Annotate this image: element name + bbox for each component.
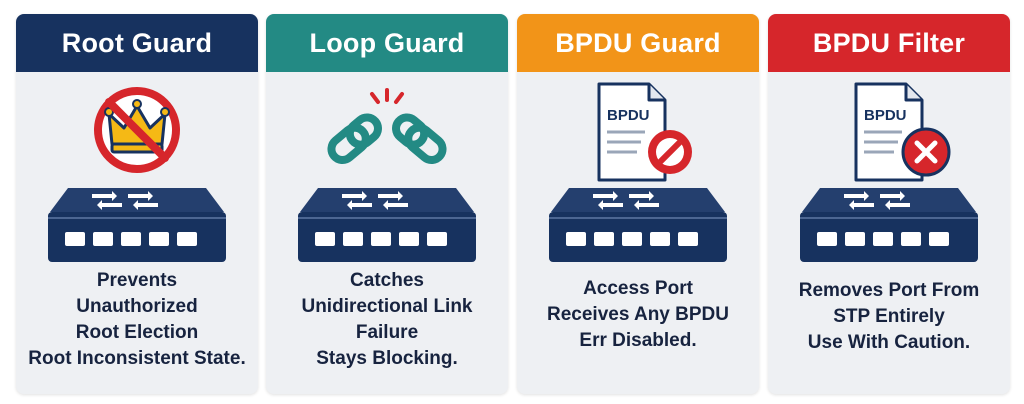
remove-x-icon bbox=[901, 127, 951, 177]
bpdu-filter-illustration: BPDU bbox=[800, 82, 978, 262]
blocked-icon bbox=[648, 130, 692, 174]
card-description: Prevents Unauthorized Root Election Root… bbox=[22, 268, 252, 372]
doc-label: BPDU bbox=[864, 107, 907, 124]
card-description: Access Port Receives Any BPDU Err Disabl… bbox=[523, 276, 753, 354]
card-description: Removes Port From STP Entirely Use With … bbox=[774, 278, 1004, 356]
doc-label: BPDU bbox=[607, 107, 650, 124]
desc-line: Use With Caution. bbox=[807, 332, 971, 353]
card-root-guard: Root Guard bbox=[16, 14, 258, 394]
card-title: BPDU Guard bbox=[517, 14, 759, 72]
card-description: Catches Unidirectional Link Failure Stay… bbox=[272, 268, 502, 372]
network-switch-icon bbox=[48, 188, 226, 262]
desc-line: Prevents bbox=[96, 270, 178, 291]
card-loop-guard: Loop Guard bbox=[266, 14, 508, 394]
desc-line: Unidirectional Link bbox=[301, 296, 473, 317]
network-switch-icon bbox=[298, 188, 476, 262]
no-crown-icon bbox=[94, 87, 180, 173]
loop-guard-illustration bbox=[298, 88, 476, 262]
desc-line: Removes Port From bbox=[798, 280, 980, 301]
desc-line: STP Entirely bbox=[833, 306, 945, 327]
desc-line: Failure bbox=[355, 322, 419, 343]
desc-line: Catches bbox=[350, 270, 424, 291]
network-switch-icon bbox=[549, 188, 727, 262]
desc-line: Access Port bbox=[583, 278, 693, 299]
card-title: Loop Guard bbox=[266, 14, 508, 72]
network-switch-icon bbox=[800, 188, 978, 262]
desc-line: Unauthorized bbox=[76, 296, 198, 317]
card-title: Root Guard bbox=[16, 14, 258, 72]
desc-line: Root Inconsistent State. bbox=[28, 348, 246, 369]
root-guard-illustration bbox=[48, 87, 226, 262]
card-bpdu-guard: BPDU Guard BPDU bbox=[517, 14, 759, 394]
desc-line: Stays Blocking. bbox=[316, 348, 458, 369]
desc-line: Receives Any BPDU bbox=[547, 304, 729, 325]
bpdu-guard-illustration: BPDU bbox=[549, 82, 727, 262]
card-title: BPDU Filter bbox=[768, 14, 1010, 72]
card-bpdu-filter: BPDU Filter BPDU bbox=[768, 14, 1010, 394]
broken-chain-icon bbox=[327, 88, 447, 165]
desc-line: Root Election bbox=[75, 322, 199, 343]
desc-line: Err Disabled. bbox=[579, 330, 697, 351]
